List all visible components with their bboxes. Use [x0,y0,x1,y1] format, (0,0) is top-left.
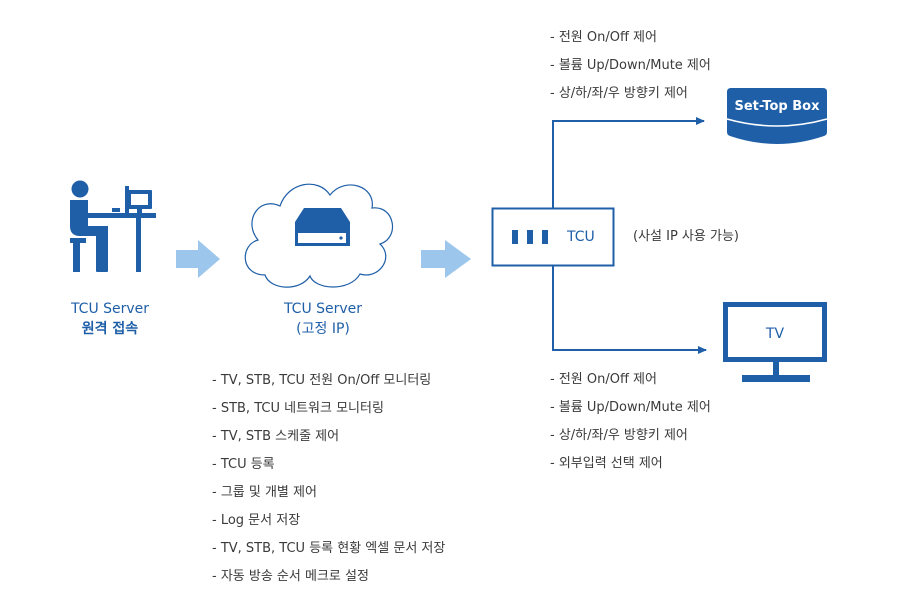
list-item: - TCU 등록 [212,457,275,472]
tcu-connections [552,117,707,354]
tcu-label: TCU [567,229,595,245]
list-item: - 전원 On/Off 제어 [550,372,657,387]
list-item: - 상/하/좌/우 방향키 제어 [550,428,688,443]
list-item: - TV, STB, TCU 등록 현황 엑셀 문서 저장 [212,541,446,556]
list-item: - TV, STB, TCU 전원 On/Off 모니터링 [212,373,432,388]
flow-arrow-server-to-tcu [421,240,471,278]
set-top-box-label: Set-Top Box [734,99,820,114]
tv-label: TV [765,326,785,342]
list-item: - 상/하/좌/우 방향키 제어 [550,86,688,101]
tcu-note: (사설 IP 사용 가능) [633,229,739,244]
list-item: - 그룹 및 개별 제어 [212,485,317,500]
list-item: - 볼륨 Up/Down/Mute 제어 [550,400,711,415]
flow-arrow-client-to-server [176,240,220,278]
tcu-box [491,207,615,267]
client-label: TCU Server 원격 접속 [70,301,150,337]
list-item: - 볼륨 Up/Down/Mute 제어 [550,58,711,73]
list-item: - 외부입력 선택 제어 [550,456,663,471]
tv-monitor-icon [723,302,827,382]
list-item: - 전원 On/Off 제어 [550,30,657,45]
list-item: - Log 문서 저장 [212,513,301,528]
set-top-box-icon [726,88,828,144]
server-in-cloud-icon [244,183,394,288]
person-at-computer-icon [70,180,156,272]
list-item: - 자동 방송 순서 메크로 설정 [212,569,369,584]
server-label: TCU Server (고정 IP) [283,301,363,337]
list-item: - STB, TCU 네트워크 모니터링 [212,401,384,416]
list-item: - TV, STB 스케줄 제어 [212,429,340,444]
